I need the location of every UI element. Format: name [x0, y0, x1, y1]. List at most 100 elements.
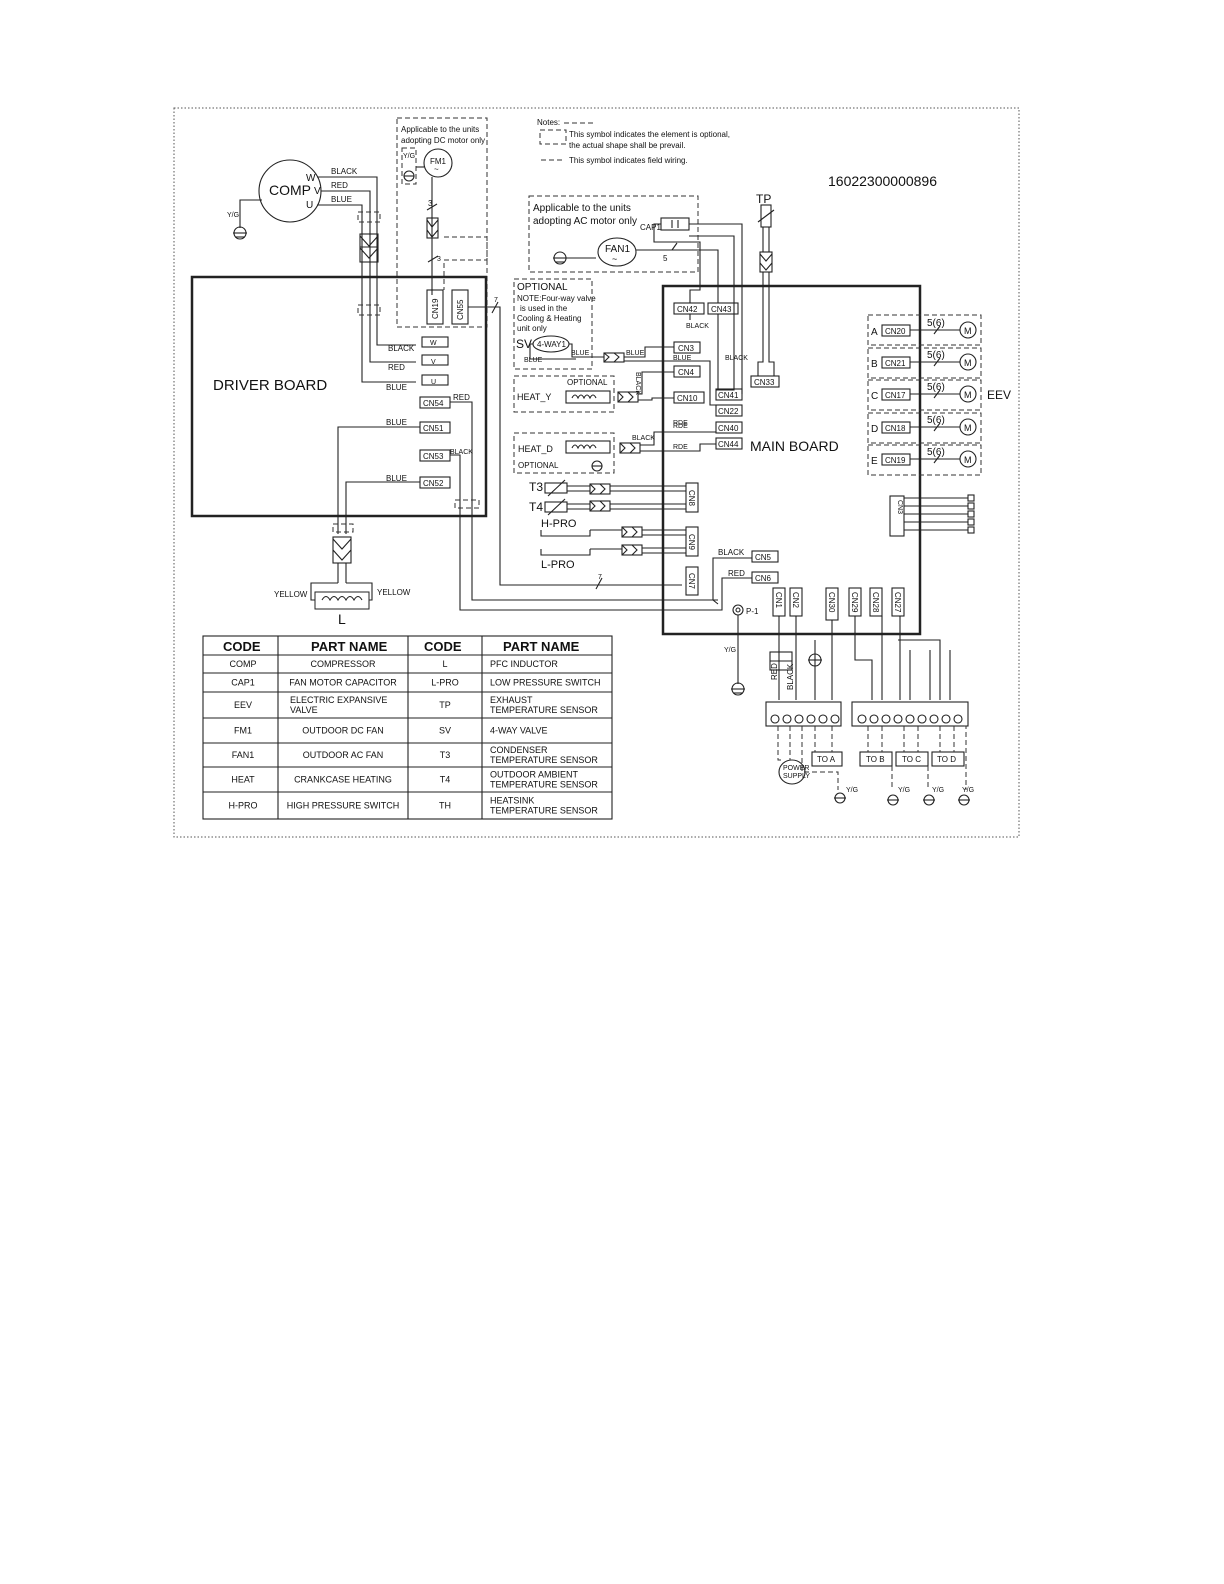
cn10-connector: CN10: [677, 394, 698, 403]
table-cell-r2-c2: TP: [439, 700, 451, 710]
table-cell-r4-c3-l1: TEMPERATURE SENSOR: [490, 755, 598, 765]
bottom-grounds: Y/G Y/G Y/G Y/G: [834, 787, 974, 806]
cn41-wire-black: BLACK: [725, 355, 748, 362]
to-a-terminal: TO A: [817, 755, 836, 764]
cn6-connector: CN6: [755, 574, 772, 583]
table-cell-r4-c0: FAN1: [232, 750, 255, 760]
cn22-connector: CN22: [718, 407, 739, 416]
heat-d-wire-rde-2: RDE: [673, 444, 688, 451]
t3-t4-sensors: T3 T4: [529, 479, 686, 516]
field-wiring: POWER SUPPLY TO A TO B TO C TO D: [777, 725, 967, 790]
l-pro-label: L-PRO: [541, 559, 575, 571]
driver-wire-black: BLACK: [388, 344, 415, 353]
fm1-wirecount-2: 3: [437, 256, 441, 263]
cn55-connector: CN55: [456, 299, 465, 320]
fm1-ground-label: Y/G: [403, 153, 415, 160]
cn33-connector: CN33: [754, 378, 775, 387]
table-cell-r3-c3: 4-WAY VALVE: [490, 726, 548, 736]
table-cell-r0-c3: PFC INDUCTOR: [490, 659, 558, 669]
cn1-wire-red: RED: [770, 663, 779, 680]
ac-note-line1: Applicable to the units: [533, 203, 631, 214]
eev-b-wirecount: 5(6): [927, 350, 945, 361]
eev-row-c: C CN17 5(6) M: [867, 379, 982, 411]
table-header-code-2: CODE: [424, 639, 462, 654]
cn44-connector: CN44: [718, 440, 739, 449]
driver-phase-u: U: [431, 379, 436, 386]
to-d-terminal: TO D: [937, 755, 956, 764]
power-supply-label-2: SUPPLY: [783, 773, 810, 780]
cn7-wirecount: 7: [598, 574, 602, 581]
table-cell-r2-c3-l1: TEMPERATURE SENSOR: [490, 705, 598, 715]
terminal-block-2: [851, 701, 969, 727]
optional-title: OPTIONAL: [517, 282, 568, 293]
eev-c-motor-icon: M: [964, 390, 972, 400]
heat-d-wire-black: BLACK: [632, 435, 655, 442]
optional-line2: is used in the: [520, 304, 568, 313]
driver-wire-blue: BLUE: [386, 383, 407, 392]
eev-label: EEV: [987, 388, 1011, 402]
heat-d-block: HEAT_D OPTIONAL BLACK RDE RDE RDE: [513, 420, 716, 474]
to-c-terminal: TO C: [902, 755, 921, 764]
table-cell-r1-c2: L-PRO: [431, 678, 459, 688]
eev-c-letter: C: [871, 391, 878, 402]
table-cell-r4-c3-l0: CONDENSER: [490, 745, 548, 755]
table-cell-r0-c2: L: [442, 659, 447, 669]
eev-row-b: B CN21 5(6) M: [867, 347, 982, 379]
cn30-connector: CN30: [827, 592, 836, 613]
eev-a-motor-icon: M: [964, 326, 972, 336]
optional-line1: NOTE:Four-way valve: [517, 294, 596, 303]
notes-block: Notes: This symbol indicates the element…: [537, 118, 730, 165]
driver-phase-v: V: [431, 359, 436, 366]
table-cell-r5-c2: T4: [440, 775, 451, 785]
cn55-wirecount: 7: [494, 297, 498, 304]
sv-wire-blue-2: BLUE: [571, 350, 590, 357]
t3-label: T3: [529, 480, 543, 494]
eev-group: EEV A CN20 5(6) M B CN21 5(6) M C: [867, 314, 1011, 476]
notes-field-wiring: This symbol indicates field wiring.: [569, 156, 688, 165]
table-cell-r6-c2: TH: [439, 801, 451, 811]
to-b-terminal: TO B: [866, 755, 885, 764]
comp-phase-u: U: [306, 200, 313, 211]
eev-e-connector: CN19: [885, 456, 906, 465]
driver-board: DRIVER BOARD CN55 W V U BLACK RED BLUE C…: [190, 275, 718, 611]
pfc-inductor: YELLOW YELLOW L: [274, 523, 411, 627]
eev-d-wirecount: 5(6): [927, 415, 945, 426]
table-cell-r3-c2: SV: [439, 726, 451, 736]
p1-label: P-1: [746, 607, 759, 616]
table-cell-r1-c1: FAN MOTOR CAPACITOR: [289, 678, 397, 688]
table-cell-r1-c3: LOW PRESSURE SWITCH: [490, 678, 601, 688]
cn28-connector: CN28: [871, 592, 880, 613]
four-way-optional-block: OPTIONAL NOTE:Four-way valve is used in …: [513, 278, 716, 406]
cn42-wire-black: BLACK: [686, 323, 709, 330]
table-header-partname-2: PART NAME: [503, 639, 580, 654]
main-board-label: MAIN BOARD: [750, 438, 839, 454]
ac-note-line2: adopting AC motor only: [533, 216, 637, 227]
cn3-connector: CN3: [678, 344, 695, 353]
table-cell-r2-c3-l0: EXHAUST: [490, 695, 533, 705]
ground-label-a: Y/G: [846, 787, 858, 794]
heat-y-label: HEAT_Y: [517, 392, 551, 402]
cn52-wire-blue: BLUE: [386, 474, 407, 483]
comp-wire-black: BLACK: [331, 167, 358, 176]
notes-optional-line1: This symbol indicates the element is opt…: [569, 130, 730, 139]
cn54-wire-red: RED: [453, 393, 470, 402]
ground-label-c: Y/G: [932, 787, 944, 794]
table-cell-r2-c1-l1: VALVE: [290, 705, 318, 715]
eev-d-motor-icon: M: [964, 423, 972, 433]
eev-b-letter: B: [871, 359, 878, 370]
cn19-connector: CN19: [431, 298, 440, 319]
fan1-label: FAN1: [605, 244, 630, 255]
cn42-connector: CN42: [677, 305, 698, 314]
cn6-wire-red: RED: [728, 569, 745, 578]
table-cell-r5-c1: CRANKCASE HEATING: [294, 775, 392, 785]
table-cell-r5-c0: HEAT: [231, 775, 255, 785]
dc-note-line1: Applicable to the units: [401, 125, 479, 134]
cn1-connector: CN1: [774, 592, 783, 609]
cn10-wire-rde: RDE: [673, 420, 688, 427]
inductor-wire-yellow-left: YELLOW: [274, 590, 308, 599]
eev-d-letter: D: [871, 424, 878, 435]
optional-line4: unit only: [517, 324, 547, 333]
cn27-connector: CN27: [893, 592, 902, 613]
power-supply-label-1: POWER: [783, 765, 809, 772]
driver-board-label: DRIVER BOARD: [213, 377, 327, 394]
